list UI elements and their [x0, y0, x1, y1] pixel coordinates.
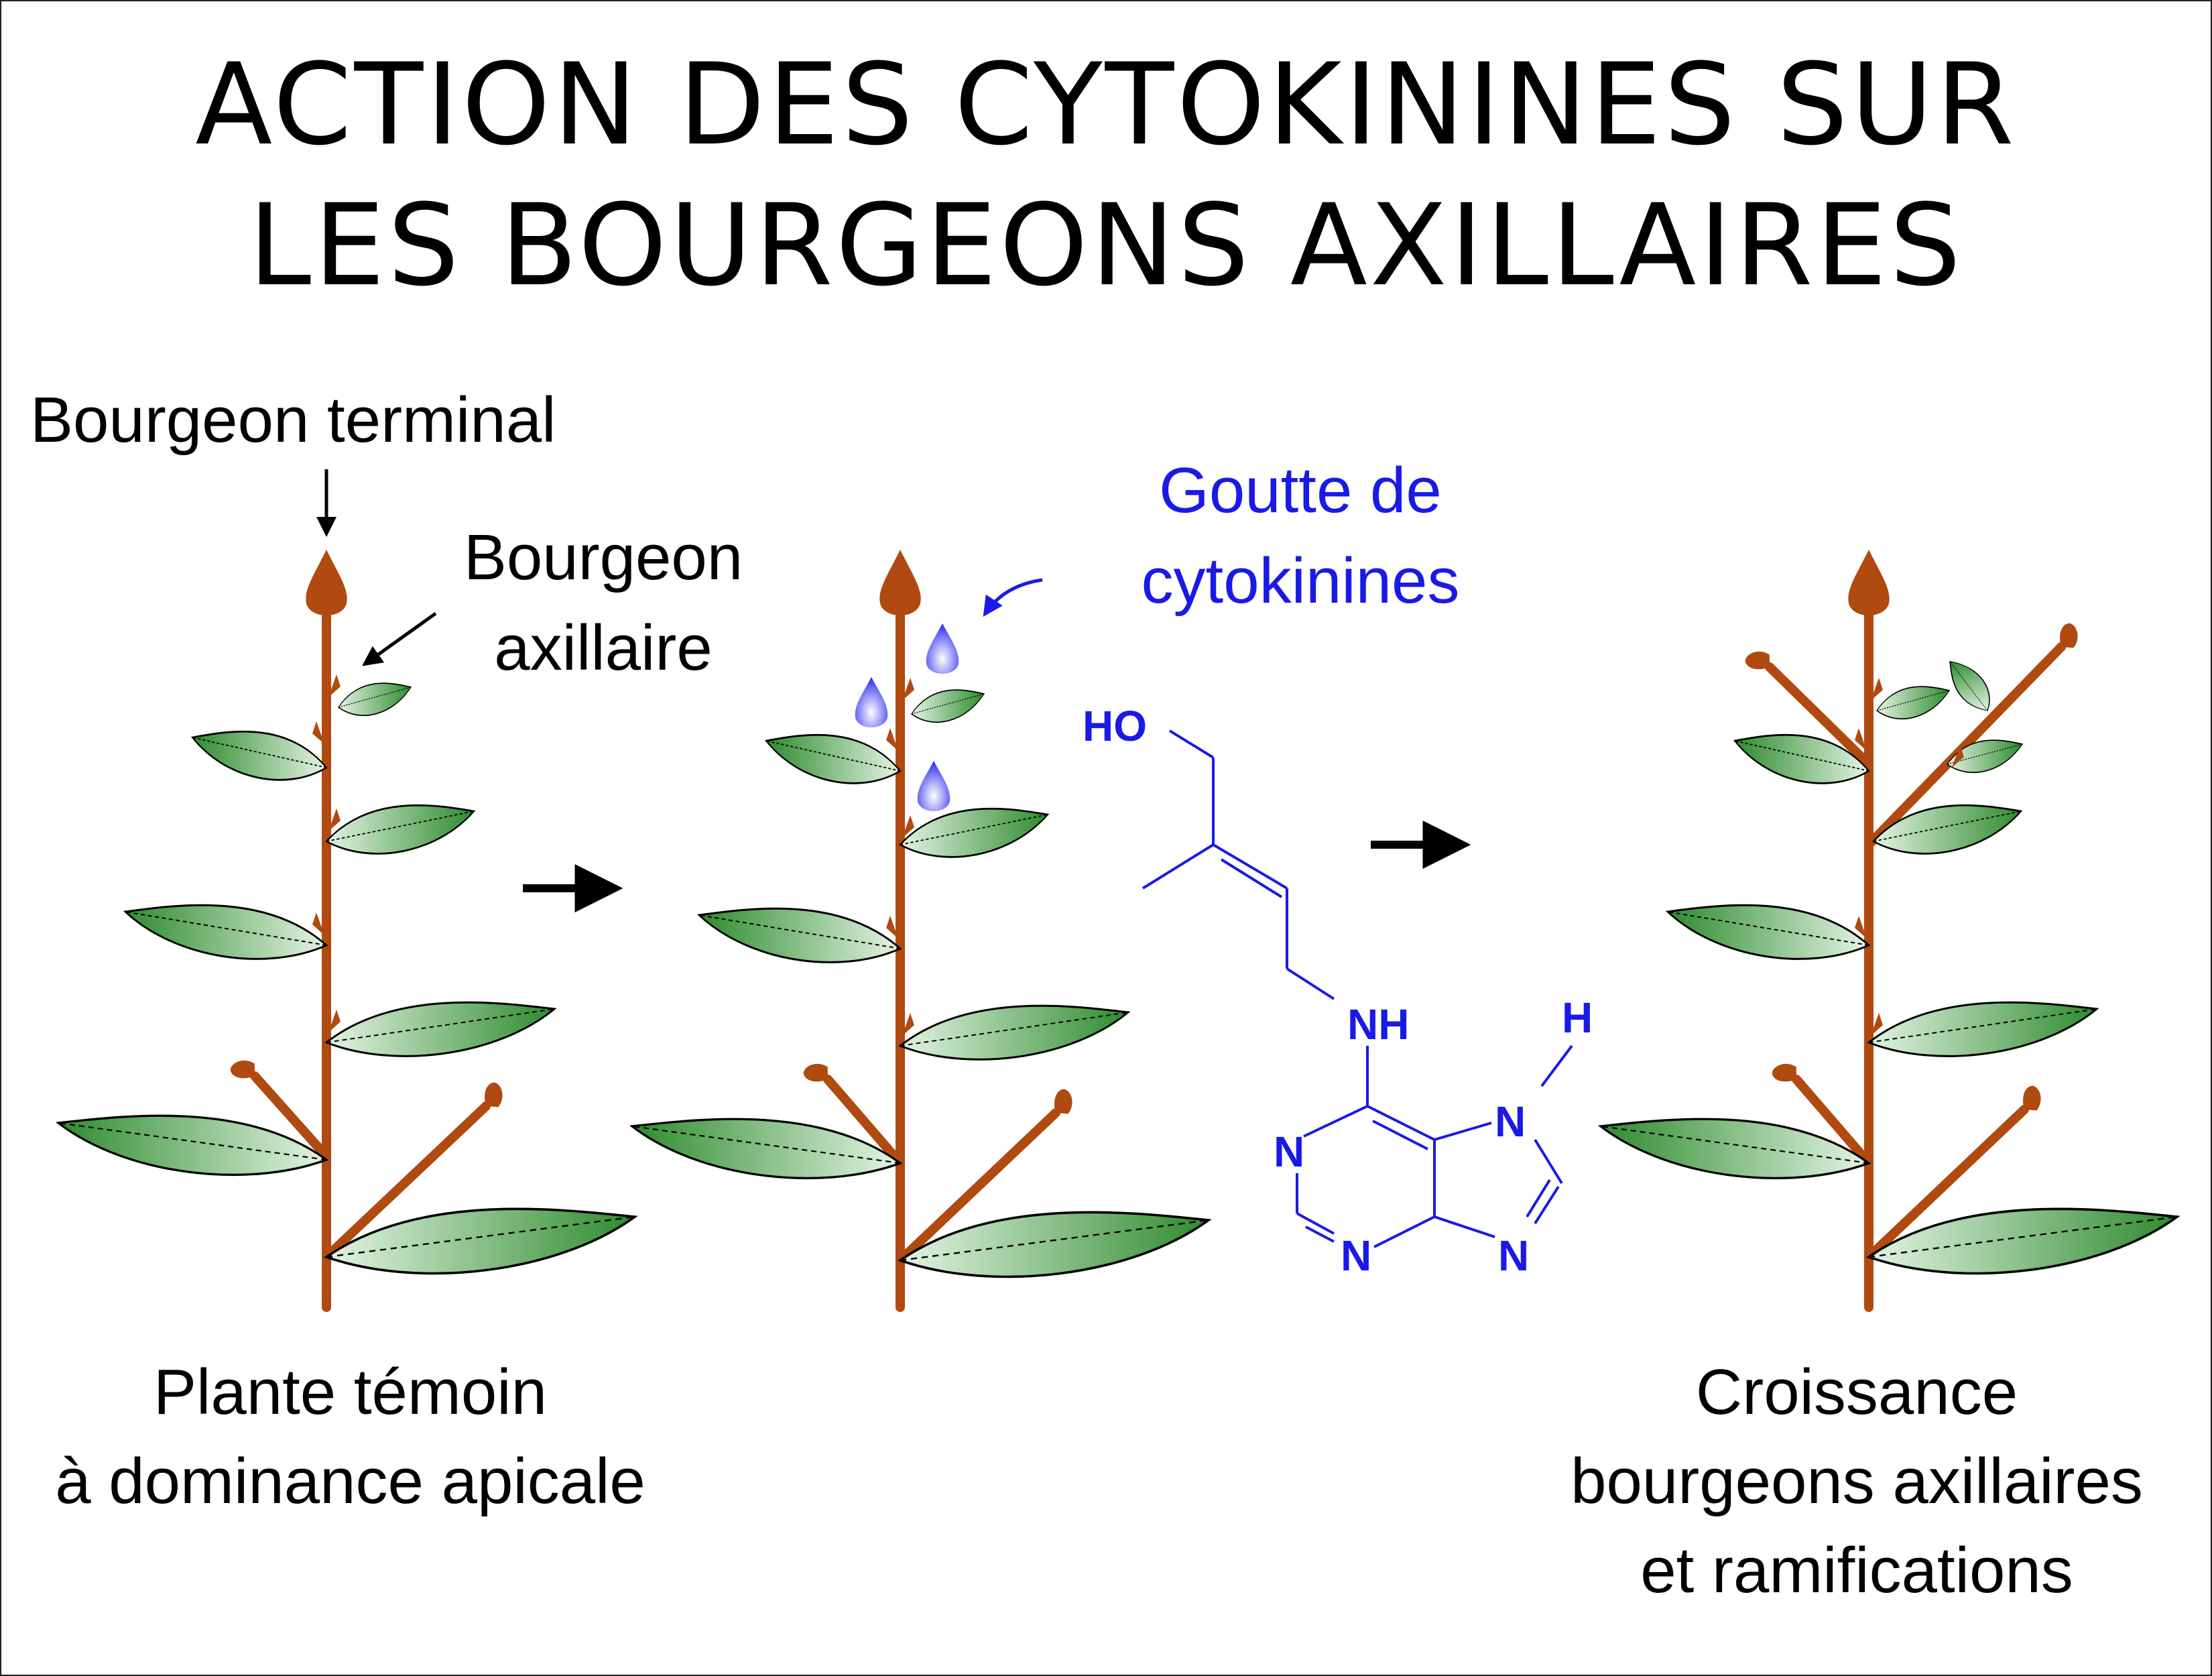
- axillary-bud-label-line-2: axillaire: [494, 612, 713, 684]
- molecule-n1: N: [1274, 1128, 1304, 1176]
- molecule-n3: N: [1341, 1232, 1371, 1280]
- molecule-n9: N: [1498, 1232, 1529, 1280]
- axillary-bud-label-line-1: Bourgeon: [463, 522, 743, 593]
- axillary-bud-pointer: [362, 611, 437, 666]
- drop-label-line-2: cytokinines: [1141, 545, 1460, 617]
- treated-plant: [631, 550, 1210, 1312]
- molecule-ho: HO: [1083, 702, 1147, 750]
- result-label-line-2: bourgeons axillaires: [1571, 1445, 2143, 1517]
- control-label-line-2: à dominance apicale: [55, 1445, 646, 1517]
- water-drop-icon: [926, 623, 959, 674]
- water-drop-icon: [855, 677, 888, 727]
- drop-label-line-1: Goutte de: [1159, 455, 1442, 526]
- molecule-h: H: [1562, 994, 1593, 1042]
- molecule-n7: N: [1495, 1097, 1526, 1146]
- molecule-nh: NH: [1347, 1000, 1409, 1049]
- zeatin-molecule: [1142, 729, 1573, 1248]
- result-label-line-1: Croissance: [1695, 1356, 2018, 1428]
- water-drop-icon: [917, 761, 950, 811]
- title-line-1: ACTION DES CYTOKININES SUR: [195, 39, 2017, 170]
- terminal-bud-label: Bourgeon terminal: [30, 384, 556, 456]
- result-plant: [1599, 550, 2178, 1312]
- control-label-line-1: Plante témoin: [153, 1356, 547, 1428]
- control-plant: [57, 550, 636, 1312]
- title-line-2: LES BOURGEONS AXILLAIRES: [248, 180, 1964, 311]
- result-label-line-3: et ramifications: [1640, 1535, 2073, 1606]
- drop-pointer: [983, 578, 1043, 617]
